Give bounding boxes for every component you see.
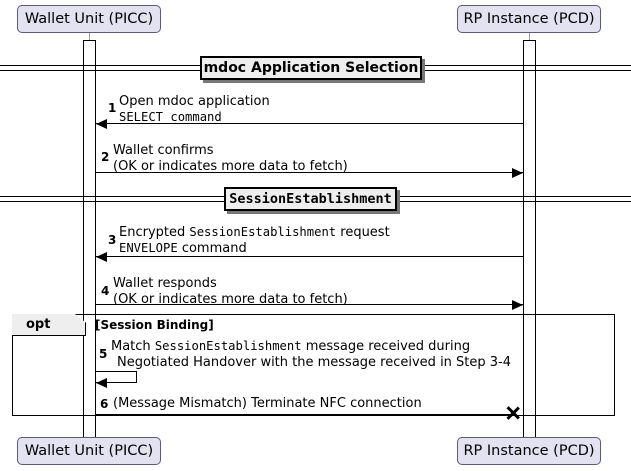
message-3-number: 3	[108, 233, 117, 247]
participant-footer-rp[interactable]: RP Instance (PCD)	[457, 437, 601, 465]
divider-label-2: SessionEstablishment	[229, 191, 392, 207]
message-6-arrow-line	[96, 414, 511, 415]
message-6-number: 6	[100, 397, 109, 411]
message-3-arrowhead	[96, 252, 107, 262]
message-1-line2: SELECT command	[119, 109, 222, 124]
participant-footer-label-rp: RP Instance (PCD)	[463, 443, 595, 459]
message-5-self-line-top	[96, 371, 137, 372]
participant-footer-wallet[interactable]: Wallet Unit (PICC)	[17, 437, 161, 465]
fragment-guard-label: [Session Binding]	[95, 318, 214, 332]
fragment-opt-session-binding	[12, 314, 615, 416]
divider-mdoc-application-selection: mdoc Application Selection	[200, 56, 422, 80]
message-2-line1: Wallet confirms	[113, 143, 214, 158]
message-5-line2: Negotiated Handover with the message rec…	[117, 354, 512, 370]
message-3-arrow-line	[96, 256, 524, 257]
message-1-arrowhead	[96, 119, 107, 129]
message-5-self-line-bottom	[96, 382, 137, 383]
message-4-number: 4	[101, 284, 110, 298]
message-2-line2: (OK or indicates more data to fetch)	[113, 158, 348, 174]
message-3-line2: ENVELOPE command	[119, 240, 247, 256]
message-5-line1: Match SessionEstablishment message recei…	[111, 339, 471, 354]
message-3-line1: Encrypted SessionEstablishment request	[119, 225, 390, 240]
message-2-arrowhead	[512, 168, 523, 178]
participant-header-rp[interactable]: RP Instance (PCD)	[457, 5, 601, 33]
participant-footer-label-wallet: Wallet Unit (PICC)	[24, 443, 154, 459]
message-5-number: 5	[99, 347, 108, 361]
message-3-text: Encrypted SessionEstablishment request E…	[119, 225, 390, 256]
participant-label-wallet: Wallet Unit (PICC)	[24, 11, 154, 27]
participant-header-wallet[interactable]: Wallet Unit (PICC)	[17, 5, 161, 33]
message-2-number: 2	[101, 150, 110, 164]
message-2-arrow-line	[96, 172, 523, 173]
message-6-line1: (Message Mismatch) Terminate NFC connect…	[113, 396, 422, 411]
message-4-arrowhead	[512, 300, 523, 310]
message-5-self-line-right	[136, 371, 137, 383]
divider-session-establishment: SessionEstablishment	[224, 187, 397, 211]
message-4-line2: (OK or indicates more data to fetch)	[113, 291, 348, 307]
message-4-arrow-line	[96, 304, 523, 305]
message-1-arrow-line	[96, 123, 524, 124]
destroy-x-icon	[505, 405, 521, 421]
message-4-line1: Wallet responds	[113, 276, 217, 291]
message-5-arrowhead	[96, 378, 107, 388]
message-4-text: Wallet responds (OK or indicates more da…	[113, 276, 348, 307]
fragment-operator-label: opt	[26, 317, 51, 332]
divider-label-1: mdoc Application Selection	[203, 60, 419, 76]
message-1-number: 1	[108, 101, 117, 115]
message-1-line1: Open mdoc application	[119, 94, 270, 109]
message-1-text: Open mdoc application SELECT command	[119, 94, 270, 125]
fragment-operator-tab: opt	[12, 314, 86, 336]
message-2-text: Wallet confirms (OK or indicates more da…	[113, 143, 348, 174]
participant-label-rp: RP Instance (PCD)	[463, 11, 595, 27]
message-6-text: (Message Mismatch) Terminate NFC connect…	[113, 396, 422, 412]
message-5-text: Match SessionEstablishment message recei…	[111, 339, 511, 370]
